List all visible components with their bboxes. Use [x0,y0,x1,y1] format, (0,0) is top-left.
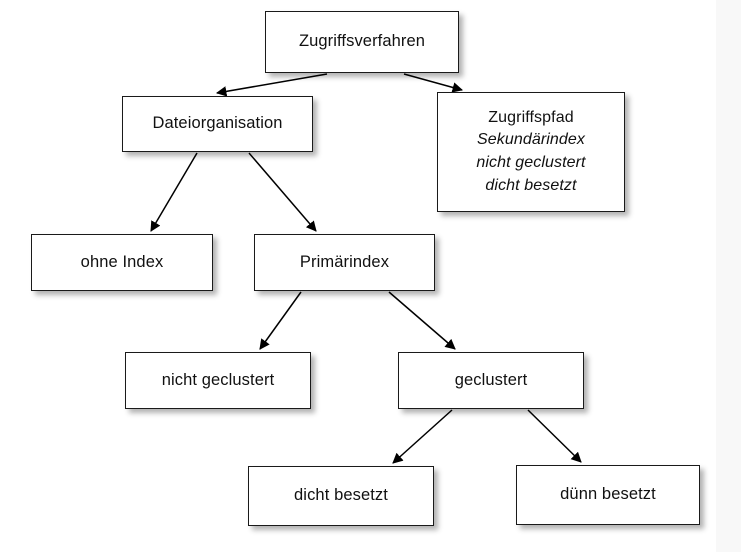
node-ohne-index[interactable]: ohne Index [31,234,213,291]
node-dateiorganisation-label: Dateiorganisation [152,114,283,133]
node-dicht-besetzt[interactable]: dicht besetzt [248,466,434,526]
node-zugriffspfad-line-4: dicht besetzt [485,176,577,194]
node-duenn-besetzt-label: dünn besetzt [560,485,656,504]
edge-dateiorganisation-to-ohne-index [150,152,198,232]
node-duenn-besetzt[interactable]: dünn besetzt [516,465,700,525]
page-edge-strip [716,0,741,552]
node-zugriffspfad-line-3: nicht geclustert [476,154,586,171]
node-dateiorganisation[interactable]: Dateiorganisation [122,96,313,152]
edge-dateiorganisation-to-primaerindex [248,152,317,232]
edge-geclustert-to-dicht-besetzt [392,409,453,464]
node-zugriffspfad-line-1: Zugriffspfad [488,108,574,126]
node-ohne-index-label: ohne Index [80,252,164,271]
edge-primaerindex-to-geclustert [388,291,456,350]
node-dicht-besetzt-label: dicht besetzt [294,486,388,505]
node-primaerindex[interactable]: Primärindex [254,234,435,291]
node-zugriffspfad-line-2: Sekundärindex [476,131,586,149]
node-geclustert[interactable]: geclustert [398,352,584,409]
edge-zugriffsverfahren-to-dateiorganisation [215,73,328,97]
node-nicht-geclustert-label: nicht geclustert [161,370,275,389]
node-zugriffsverfahren-label: Zugriffsverfahren [298,32,426,51]
node-geclustert-label: geclustert [454,370,528,389]
node-nicht-geclustert[interactable]: nicht geclustert [125,352,311,409]
edge-primaerindex-to-nicht-geclustert [259,291,302,350]
node-zugriffsverfahren[interactable]: Zugriffsverfahren [265,11,459,73]
edge-geclustert-to-duenn-besetzt [527,409,582,463]
node-primaerindex-label: Primärindex [299,252,390,271]
edge-zugriffsverfahren-to-zugriffspfad [403,73,464,93]
